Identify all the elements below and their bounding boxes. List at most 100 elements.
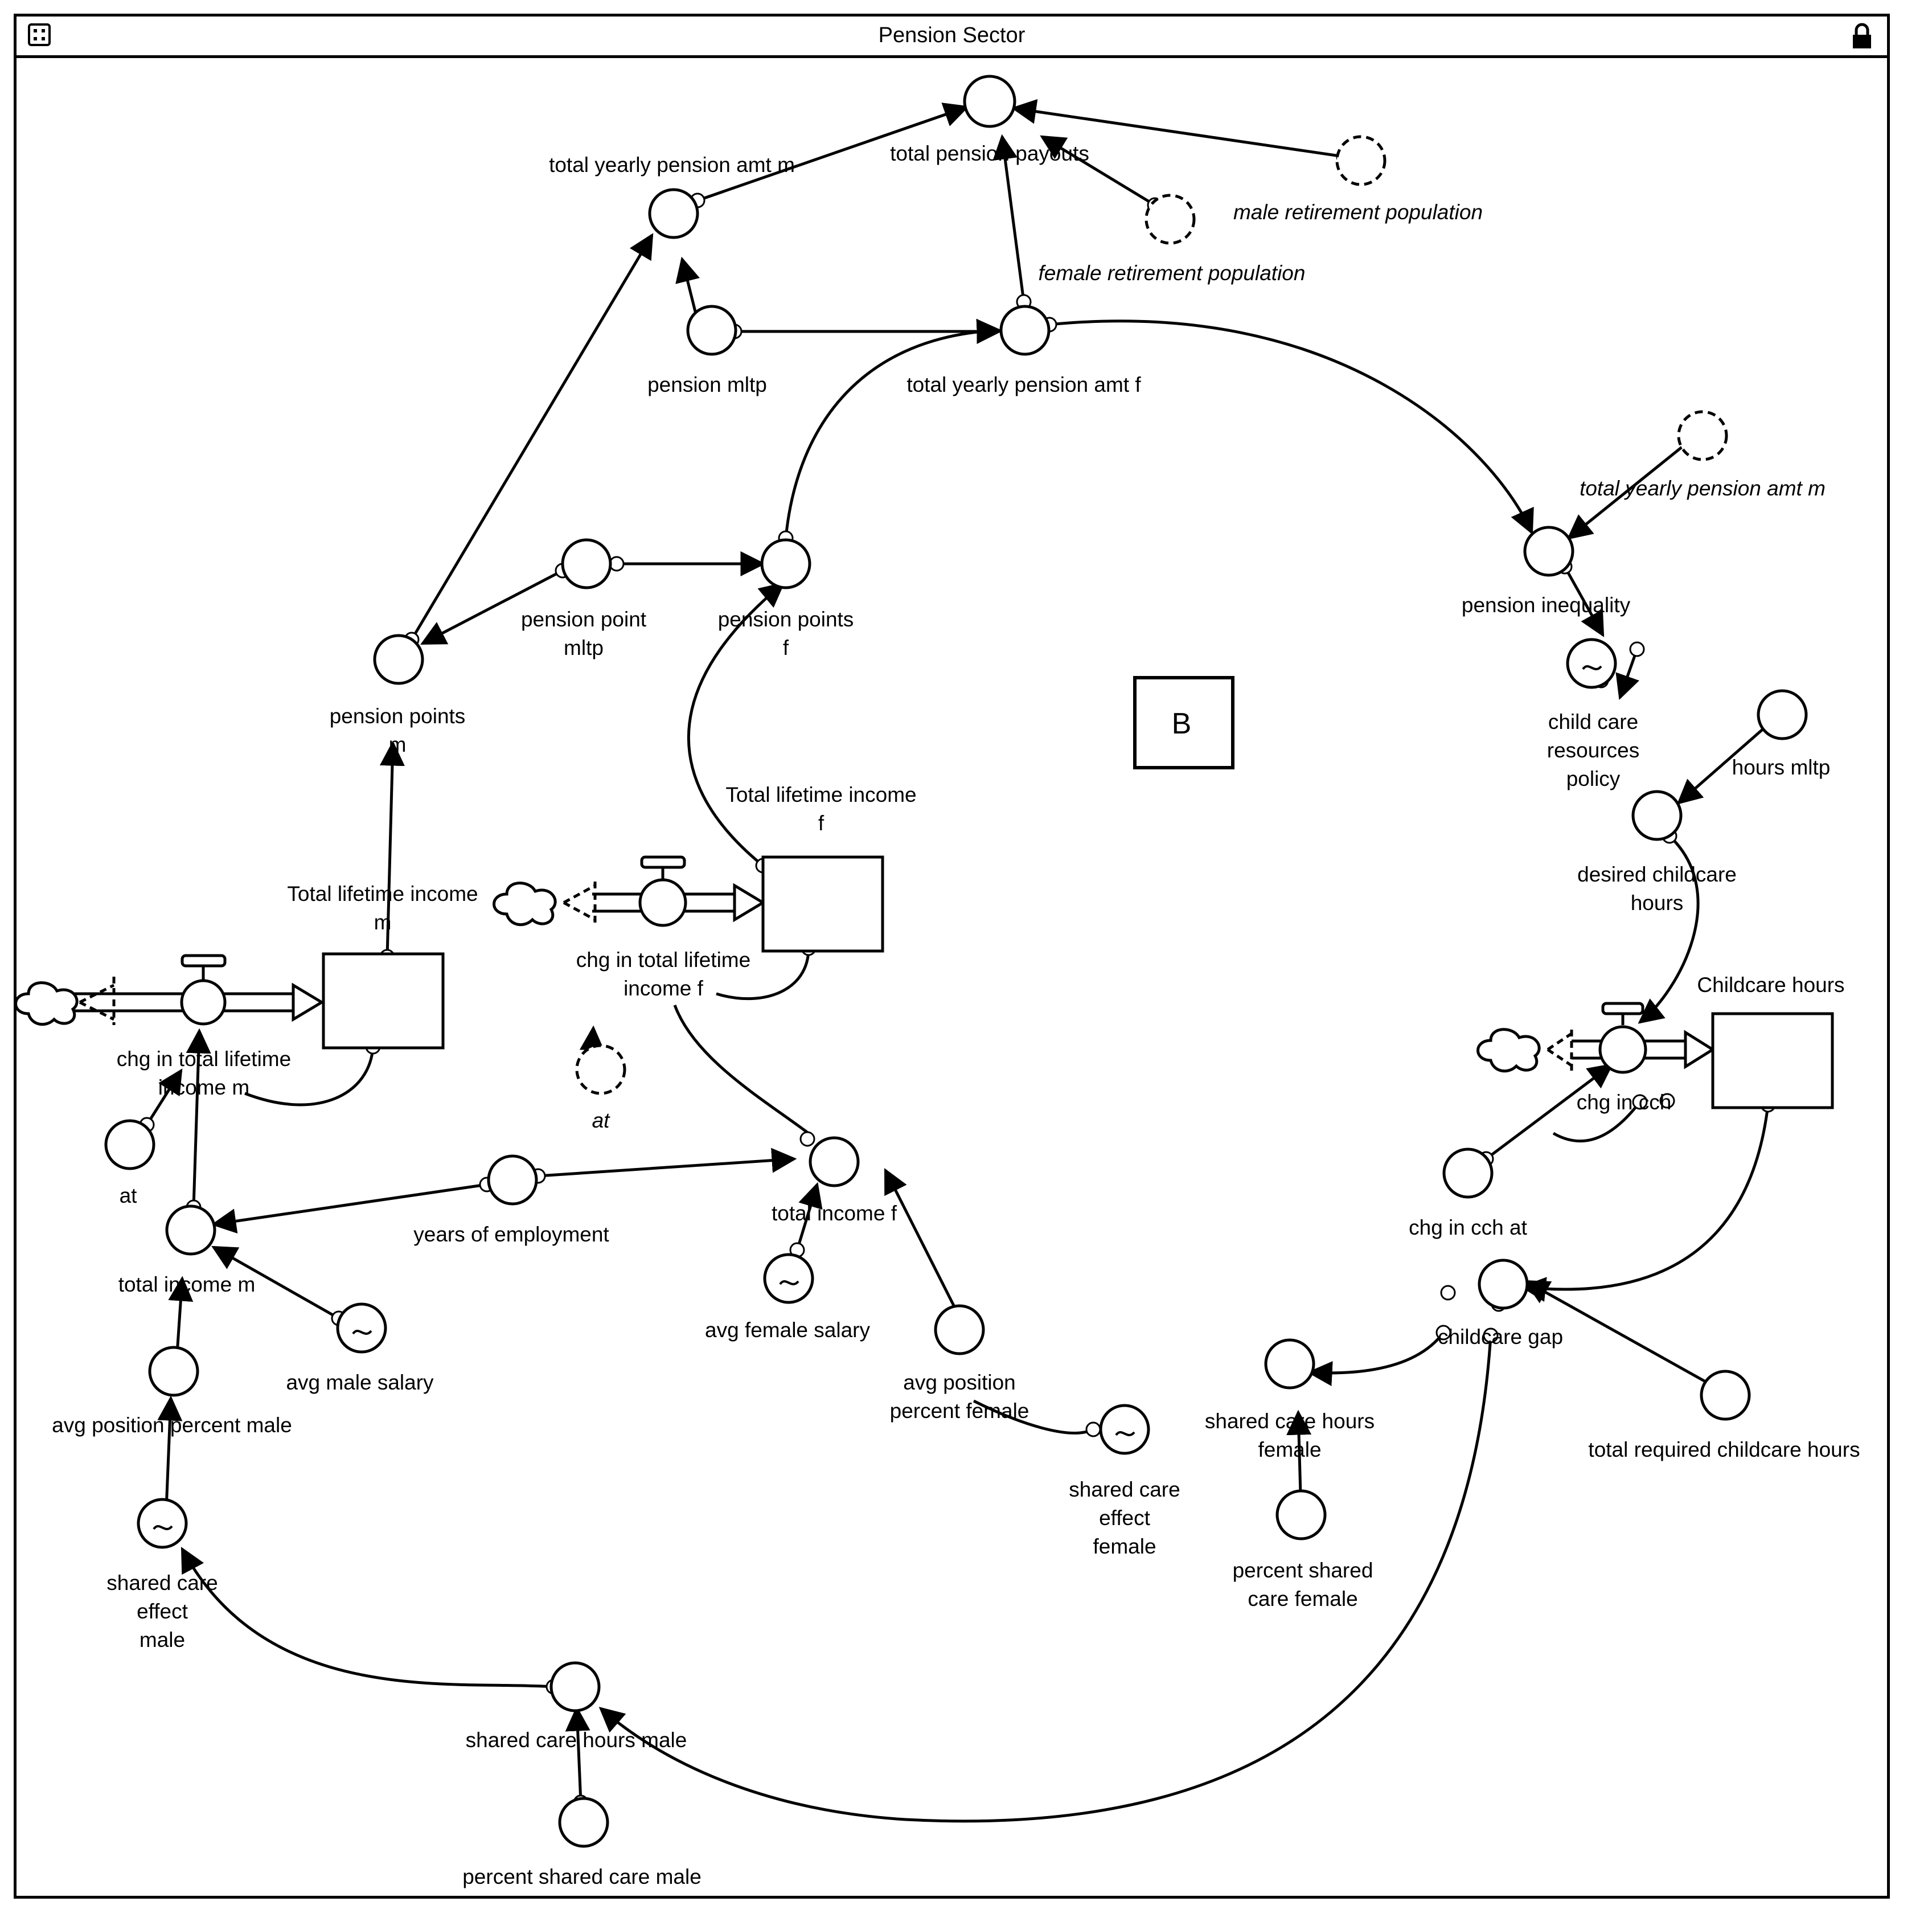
connector <box>1011 99 1344 158</box>
label-chg-in-cch-at: chg in cch at <box>1409 1216 1527 1239</box>
node-years-of-employment[interactable] <box>487 1154 538 1206</box>
connector <box>410 233 654 641</box>
label-chg-in-cch: chg in cch <box>1577 1091 1672 1114</box>
connector <box>1615 649 1639 700</box>
node-shared-care-hours-male[interactable] <box>549 1661 601 1712</box>
node-total-yearly-pension-amt-f[interactable] <box>999 305 1051 356</box>
stock-total-lifetime-income-f[interactable] <box>761 855 884 953</box>
label-male-retirement-population: male retirement population <box>1233 200 1483 224</box>
connector <box>181 1547 554 1689</box>
lock-icon[interactable] <box>1851 22 1873 50</box>
graph-function-icon <box>779 1280 799 1285</box>
cloud-icon <box>14 981 79 1026</box>
node-total-income-m[interactable] <box>165 1204 216 1256</box>
node-total-yearly-pension-amt-m-ghost[interactable] <box>1677 410 1728 461</box>
label-chg-in-total-lifetime-income-m-2: income m <box>158 1076 249 1099</box>
loop-marker: B <box>1172 707 1192 740</box>
node-total-pension-payouts[interactable] <box>963 75 1016 128</box>
node-at[interactable] <box>104 1119 155 1170</box>
menu-icon[interactable] <box>28 23 51 46</box>
label-child-care-resources-policy-3: policy <box>1566 767 1621 790</box>
node-percent-shared-care-female[interactable] <box>1275 1489 1327 1540</box>
connector <box>973 1399 1094 1435</box>
node-avg-male-salary[interactable] <box>336 1302 387 1354</box>
connector <box>1638 835 1700 1024</box>
chg-in-total-lifetime-income-m-valve <box>180 979 227 1026</box>
label-total-income-f: total income f <box>772 1202 897 1225</box>
label-total-required-childcare-hours: total required childcare hours <box>1588 1438 1860 1461</box>
label-desired-childcare-hours-1: desired childcare <box>1577 863 1737 886</box>
stock-childcare-hours[interactable] <box>1711 1012 1834 1109</box>
label-total-lifetime-income-f-1: Total lifetime income <box>725 783 916 806</box>
connector <box>186 1028 211 1208</box>
label-shared-care-effect-male-3: male <box>140 1628 185 1651</box>
node-pension-points-f[interactable] <box>760 538 811 589</box>
label-percent-shared-care-male: percent shared care male <box>462 1865 702 1888</box>
label-total-lifetime-income-m-2: m <box>374 911 392 934</box>
graph-function-icon <box>153 1525 173 1530</box>
label-pension-point-mltp-1: pension point <box>521 608 647 631</box>
connector <box>598 1335 1492 1823</box>
label-shared-care-effect-male-1: shared care <box>106 1571 218 1595</box>
label-pension-inequality: pension inequality <box>1462 593 1631 617</box>
label-childcare-hours: Childcare hours <box>1697 973 1844 997</box>
node-total-required-childcare-hours[interactable] <box>1700 1370 1751 1421</box>
node-pension-points-m[interactable] <box>373 634 424 685</box>
node-avg-position-percent-female[interactable] <box>934 1304 985 1355</box>
node-female-retirement-population[interactable] <box>1145 194 1196 245</box>
node-child-care-resources-policy[interactable] <box>1566 638 1617 689</box>
connector <box>1524 1280 1721 1391</box>
flows <box>57 855 1716 1074</box>
label-pension-points-f-2: f <box>783 636 789 659</box>
node-at-ghost[interactable] <box>575 1044 626 1095</box>
label-at: at <box>120 1184 138 1207</box>
label-total-lifetime-income-f-2: f <box>818 812 825 835</box>
connector <box>538 1148 797 1178</box>
connector <box>1563 565 1605 637</box>
node-pension-inequality[interactable] <box>1523 526 1574 577</box>
connector <box>1566 439 1692 540</box>
node-avg-female-salary[interactable] <box>763 1253 814 1304</box>
connector <box>992 134 1026 302</box>
cloud-icon <box>1476 1028 1541 1073</box>
node-total-yearly-pension-amt-m[interactable] <box>648 188 699 239</box>
connector <box>716 948 810 1001</box>
label-total-yearly-pension-amt-f: total yearly pension amt f <box>906 373 1141 396</box>
title-bar: Pension Sector <box>17 17 1887 58</box>
label-years-of-employment: years of employment <box>413 1223 609 1246</box>
node-avg-position-percent-male[interactable] <box>148 1346 199 1397</box>
node-childcare-gap[interactable] <box>1478 1259 1529 1310</box>
label-percent-shared-care-female-2: care female <box>1248 1587 1357 1610</box>
stock-total-lifetime-income-m[interactable] <box>322 952 445 1050</box>
node-percent-shared-care-male[interactable] <box>558 1797 609 1848</box>
connector <box>795 1182 823 1251</box>
label-at-ghost: at <box>592 1109 611 1132</box>
node-pension-point-mltp[interactable] <box>561 538 612 589</box>
connector <box>211 1183 487 1234</box>
label-shared-care-hours-female-1: shared care hours <box>1205 1409 1375 1433</box>
label-avg-position-percent-female-2: percent female <box>890 1399 1029 1423</box>
node-total-income-f[interactable] <box>809 1136 860 1187</box>
chg-in-cch-valve <box>1598 1025 1647 1074</box>
node-chg-in-cch-at[interactable] <box>1442 1148 1494 1199</box>
node-desired-childcare-hours[interactable] <box>1631 790 1683 841</box>
node-hours-mltp[interactable] <box>1757 689 1808 740</box>
label-shared-care-hours-male: shared care hours male <box>466 1728 687 1752</box>
label-avg-male-salary: avg male salary <box>286 1371 434 1394</box>
label-percent-shared-care-female-1: percent shared <box>1233 1559 1373 1582</box>
node-shared-care-effect-male[interactable] <box>137 1498 188 1549</box>
node-shared-care-effect-female[interactable] <box>1099 1404 1150 1455</box>
node-shared-care-hours-female[interactable] <box>1264 1338 1315 1390</box>
label-female-retirement-population: female retirement population <box>1039 261 1306 285</box>
graph-function-icon <box>1115 1431 1135 1436</box>
node-pension-mltp[interactable] <box>686 305 737 356</box>
label-shared-care-effect-female-2: effect <box>1099 1506 1151 1530</box>
node-male-retirement-population[interactable] <box>1335 135 1387 186</box>
connector <box>673 1005 810 1135</box>
connector <box>1552 1101 1641 1143</box>
label-total-lifetime-income-m-1: Total lifetime income <box>287 882 478 905</box>
label-chg-in-total-lifetime-income-f-2: income f <box>624 977 704 1000</box>
loop-marker-box[interactable] <box>1133 676 1234 769</box>
label-avg-position-percent-male: avg position percent male <box>52 1413 292 1437</box>
connector <box>687 582 785 867</box>
